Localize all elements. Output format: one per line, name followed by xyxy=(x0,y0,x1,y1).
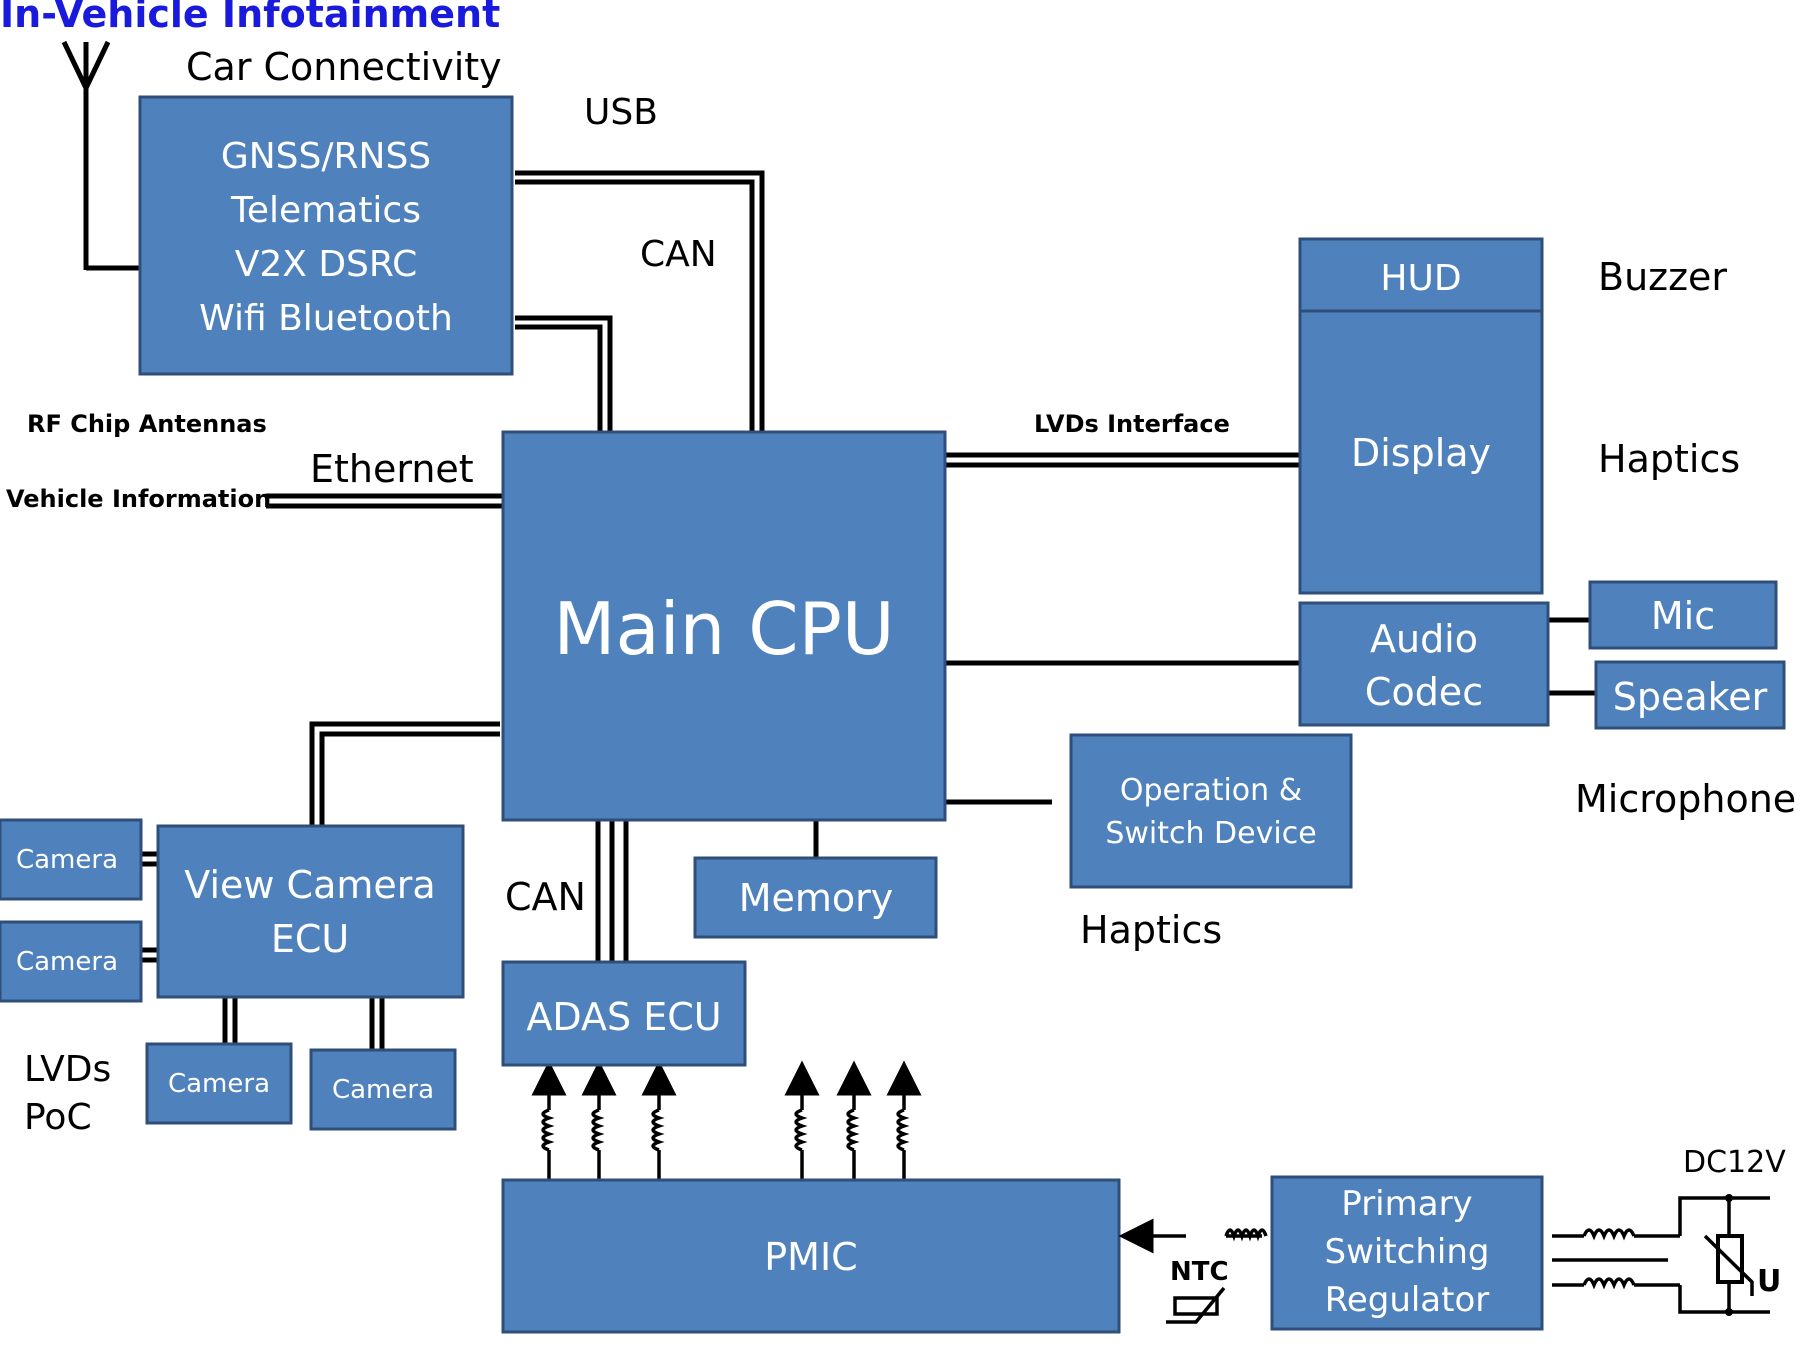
camera-block-3: Camera xyxy=(145,1042,293,1125)
main-cpu-label: Main CPU xyxy=(553,587,894,671)
pmic-rail-inductor-icon xyxy=(581,1060,617,1180)
microphone-label: Microphone xyxy=(1575,777,1796,821)
primary-regulator-line-2: Switching xyxy=(1325,1232,1490,1272)
haptics-bottom-label: Haptics xyxy=(1080,908,1222,952)
camera-label-2: Camera xyxy=(16,947,118,977)
operation-switch-line-2: Switch Device xyxy=(1105,816,1316,851)
lvds-interface-label: LVDs Interface xyxy=(1034,410,1230,438)
pmic-rail-inductor-icon xyxy=(531,1060,567,1180)
view-camera-ecu-block: View Camera ECU xyxy=(156,824,465,999)
pmic-rail-inductor-icon xyxy=(641,1060,677,1180)
mic-label: Mic xyxy=(1651,594,1715,638)
haptics-right-label: Haptics xyxy=(1598,437,1740,481)
memory-label: Memory xyxy=(739,876,894,920)
diagram-title: In-Vehicle Infotainment xyxy=(0,0,500,36)
pmic-power-rails xyxy=(531,1060,922,1180)
primary-regulator-line-3: Regulator xyxy=(1325,1280,1490,1320)
camera-block-2: Camera xyxy=(0,920,143,1003)
poc-label: PoC xyxy=(24,1097,92,1138)
connectivity-line-4: Wifi Bluetooth xyxy=(199,298,453,339)
dc12v-input-circuit xyxy=(1552,1194,1770,1316)
pmic-rail-inductor-icon xyxy=(886,1060,922,1180)
camera-label-3: Camera xyxy=(168,1069,270,1099)
connectivity-line-1: GNSS/RNSS xyxy=(221,136,431,177)
usb-label: USB xyxy=(584,92,658,133)
dc12v-label: DC12V xyxy=(1683,1145,1786,1180)
connectivity-line-2: Telematics xyxy=(230,190,421,231)
pmic-label: PMIC xyxy=(764,1235,857,1279)
buzzer-label: Buzzer xyxy=(1598,255,1727,299)
audio-codec-line-2: Codec xyxy=(1365,670,1483,714)
connectivity-line-3: V2X DSRC xyxy=(235,244,418,285)
speaker-block: Speaker xyxy=(1594,660,1786,730)
hud-label: HUD xyxy=(1380,258,1461,299)
connection-wires xyxy=(141,170,1596,1050)
ethernet-label: Ethernet xyxy=(310,447,474,491)
adas-ecu-label: ADAS ECU xyxy=(526,995,721,1039)
camera-block-1: Camera xyxy=(0,818,143,901)
memory-block: Memory xyxy=(693,856,938,939)
operation-switch-block: Operation & Switch Device xyxy=(1069,733,1353,889)
hud-block: HUD xyxy=(1298,237,1544,313)
display-label: Display xyxy=(1351,431,1491,475)
can-top-label: CAN xyxy=(640,234,717,275)
ntc-label: NTC xyxy=(1170,1257,1229,1287)
adas-ecu-block: ADAS ECU xyxy=(501,960,747,1067)
camera-block-4: Camera xyxy=(309,1048,457,1131)
pmic-rail-inductor-icon xyxy=(836,1060,872,1180)
primary-regulator-line-1: Primary xyxy=(1341,1184,1472,1224)
main-cpu-block: Main CPU xyxy=(501,430,947,822)
mic-block: Mic xyxy=(1588,580,1778,650)
car-connectivity-label: Car Connectivity xyxy=(186,45,502,89)
ntc-thermistor-icon xyxy=(1118,1218,1268,1324)
audio-codec-line-1: Audio xyxy=(1370,617,1478,661)
vehicle-information-label: Vehicle Information xyxy=(6,485,271,513)
camera-label-4: Camera xyxy=(332,1075,434,1105)
varistor-u-label: U xyxy=(1757,1264,1781,1299)
connectivity-block: GNSS/RNSS Telematics V2X DSRC Wifi Bluet… xyxy=(138,95,514,376)
view-camera-ecu-line-2: ECU xyxy=(271,917,349,961)
can-bottom-label: CAN xyxy=(505,875,586,919)
camera-label-1: Camera xyxy=(16,845,118,875)
display-block: Display xyxy=(1298,309,1544,595)
lvds-label: LVDs xyxy=(24,1049,111,1090)
rf-chip-antennas-label: RF Chip Antennas xyxy=(27,410,267,438)
antenna-icon xyxy=(61,40,140,271)
view-camera-ecu-line-1: View Camera xyxy=(184,863,435,907)
pmic-rail-inductor-icon xyxy=(784,1060,820,1180)
audio-codec-block: Audio Codec xyxy=(1298,601,1550,727)
primary-regulator-block: Primary Switching Regulator xyxy=(1270,1175,1544,1331)
operation-switch-line-1: Operation & xyxy=(1120,773,1302,808)
pmic-block: PMIC xyxy=(501,1178,1121,1334)
speaker-label: Speaker xyxy=(1613,675,1768,719)
